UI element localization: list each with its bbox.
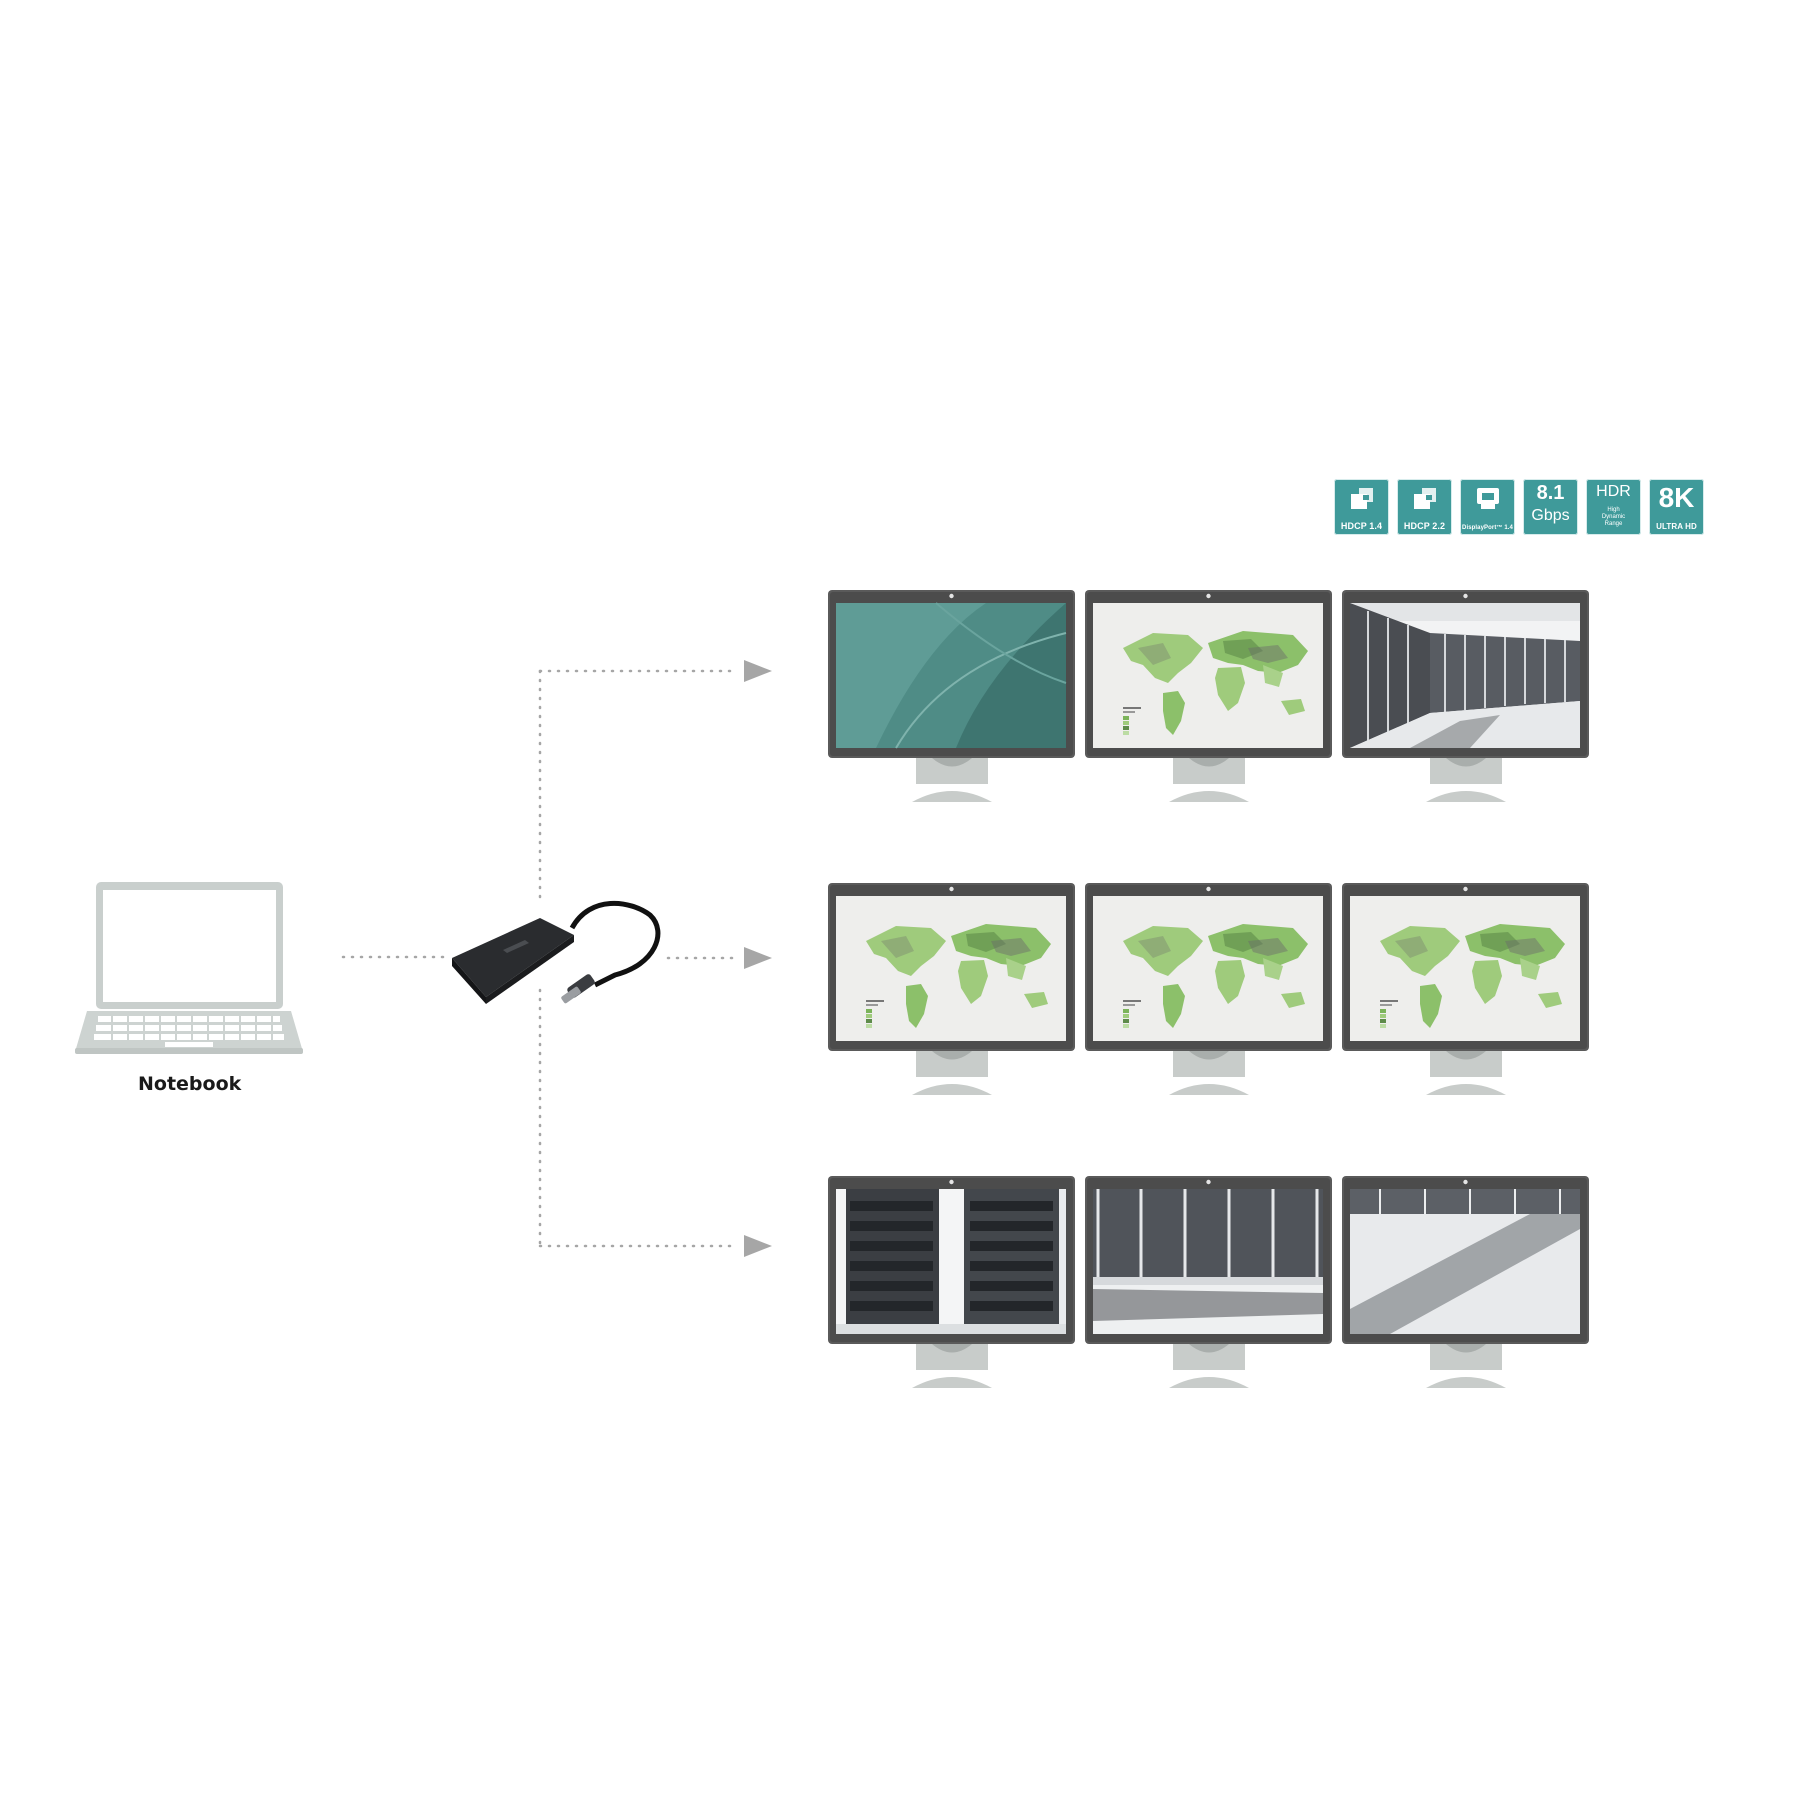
monitor-grid [828, 590, 1589, 1388]
world-map-screen [836, 896, 1066, 1041]
arrow-middle-icon [744, 947, 772, 969]
hdcp-2-2-badge: HDCP 2.2 [1397, 479, 1452, 535]
monitor-server-rack-closeup [828, 1176, 1075, 1388]
wallpaper-screen [835, 602, 1067, 749]
hdr-sub-3: Range [1604, 521, 1623, 527]
monitor-world-map [1085, 883, 1332, 1095]
laptop-icon [75, 882, 303, 1054]
8k-subtitle: ULTRA HD [1656, 522, 1697, 531]
server-room-screen [1349, 602, 1581, 749]
world-map-screen [1093, 896, 1323, 1041]
usb-c-hub-icon [452, 900, 661, 1004]
arrow-bottom-icon [744, 1235, 772, 1257]
feature-badges: HDCP 1.4 HDCP 2.2 DisplayPort™ 1.4 8.1 G… [1334, 479, 1704, 535]
shield-lock-icon [1351, 488, 1373, 509]
server-floor-screen [1349, 1188, 1581, 1335]
notebook-label: Notebook [138, 1073, 242, 1095]
monitor-world-map [1085, 590, 1332, 802]
server-rack-closeup-screen [836, 1189, 1066, 1334]
badge-label: HDCP 1.4 [1340, 521, 1383, 531]
shield-lock-icon [1414, 488, 1436, 509]
connection-lines [341, 669, 739, 1248]
displayport-icon [1477, 488, 1499, 509]
monitor-world-map [828, 883, 1075, 1095]
8k-title: 8K [1658, 482, 1695, 513]
displayport-badge: DisplayPort™ 1.4 [1460, 479, 1515, 535]
hdr-sub-2: Dynamic [1601, 514, 1626, 520]
8k-badge: 8K ULTRA HD [1649, 479, 1704, 535]
world-map-screen [1350, 896, 1580, 1041]
badge-label: HDCP 2.2 [1403, 521, 1446, 531]
hdr-badge: HDR High Dynamic Range [1586, 479, 1641, 535]
monitor-world-map [1342, 883, 1589, 1095]
world-map-screen [1093, 603, 1323, 748]
badge-label: DisplayPort™ 1.4 [1462, 525, 1513, 531]
arrowheads [744, 660, 772, 1257]
bandwidth-badge: 8.1 Gbps [1523, 479, 1578, 535]
arrow-top-icon [744, 660, 772, 682]
hdcp-1-4-badge: HDCP 1.4 [1334, 479, 1389, 535]
monitor-server-floor [1342, 1176, 1589, 1388]
server-aisle-screen [1091, 1187, 1325, 1336]
hdr-title: HDR [1596, 483, 1631, 500]
monitor-server-aisle [1085, 1176, 1332, 1388]
hdr-sub-1: High [1607, 507, 1620, 513]
bandwidth-value: 8.1 [1536, 482, 1565, 504]
monitor-server-room [1342, 590, 1589, 802]
monitor-wallpaper [828, 590, 1075, 802]
bandwidth-unit: Gbps [1531, 507, 1570, 524]
